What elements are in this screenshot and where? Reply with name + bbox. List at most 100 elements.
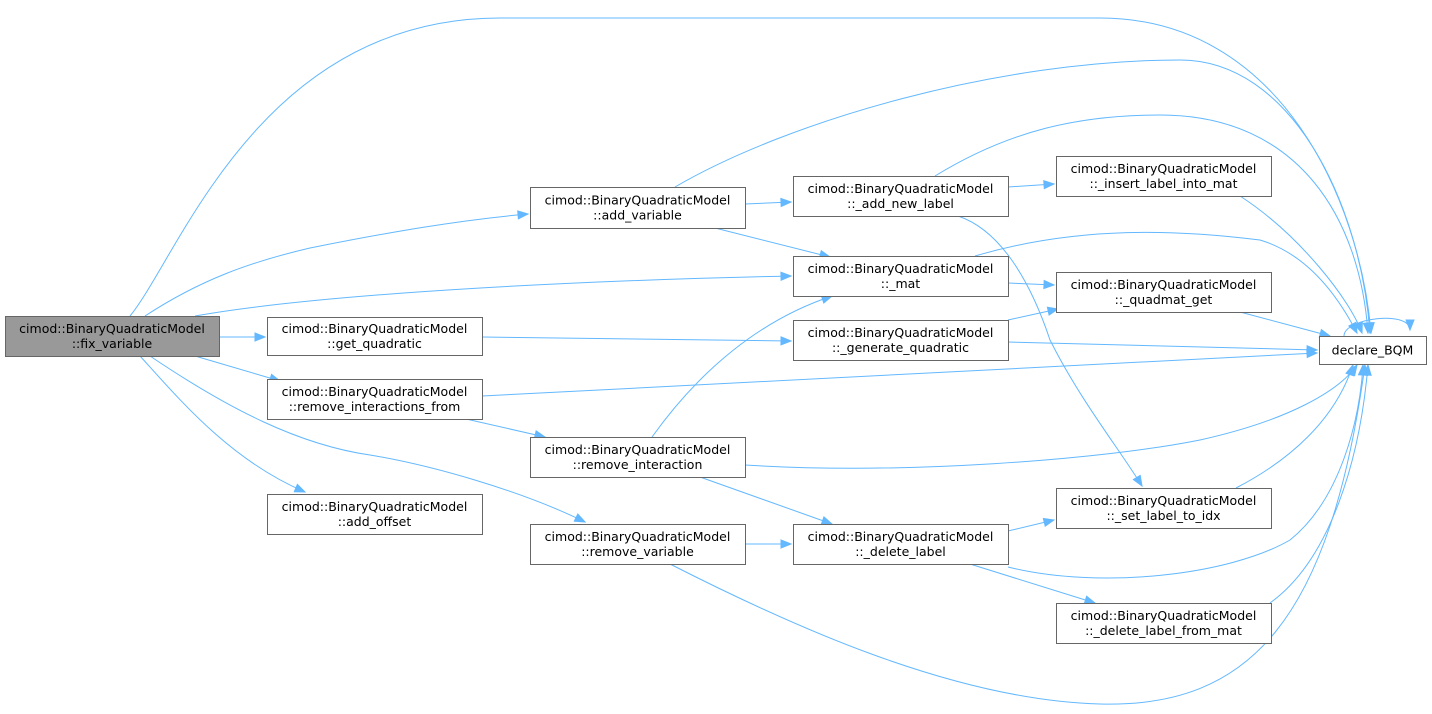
node-delete_label_from_mat[interactable]: cimod::BinaryQuadraticModel::_delete_lab… — [1056, 603, 1272, 644]
node-method-label: ::_delete_label — [855, 544, 946, 559]
node-box — [267, 317, 483, 356]
node-remove_variable[interactable]: cimod::BinaryQuadraticModel::remove_vari… — [530, 524, 746, 565]
node-remove_interactions_from[interactable]: cimod::BinaryQuadraticModel::remove_inte… — [267, 379, 483, 420]
edge-line — [651, 295, 833, 438]
node-quadmat_get[interactable]: cimod::BinaryQuadraticModel::_quadmat_ge… — [1056, 272, 1272, 313]
edge-add_variable-to-_mat — [714, 227, 832, 260]
edge-remove_variable-to-declare_BQM — [669, 363, 1369, 705]
edge-_mat-to-_quadmat_get — [1007, 279, 1056, 290]
edge-fix_variable-to-add_offset — [139, 355, 307, 493]
node-box — [1056, 488, 1272, 529]
node-box — [1056, 156, 1272, 197]
node-add_new_label[interactable]: cimod::BinaryQuadraticModel::_add_new_la… — [793, 176, 1009, 217]
edge-arrowhead — [1043, 279, 1056, 290]
edge-arrowhead — [1345, 363, 1355, 377]
edge-arrowhead — [780, 197, 793, 208]
node-class-label: cimod::BinaryQuadraticModel — [808, 325, 994, 340]
edge-get_quadratic-to-_generate_quadratic — [481, 336, 793, 346]
edge-line — [714, 227, 831, 258]
edge-line — [129, 17, 1372, 334]
edge-_generate_quadratic-to-_quadmat_get — [1007, 306, 1060, 321]
edge-line — [934, 114, 1369, 334]
node-set_label_to_idx[interactable]: cimod::BinaryQuadraticModel::_set_label_… — [1056, 488, 1272, 529]
node-class-label: cimod::BinaryQuadraticModel — [282, 321, 468, 336]
edge-fix_variable-to-_mat — [194, 271, 793, 317]
edge-fix_variable-to-add_variable — [144, 210, 530, 317]
node-method-label: ::_generate_quadratic — [832, 340, 969, 355]
edge-line — [144, 213, 529, 317]
edge-arrowhead — [573, 513, 587, 523]
edge-line — [1269, 364, 1369, 604]
edge-line — [957, 215, 1143, 487]
edge-_add_new_label-to-_insert_label_into_mat — [1007, 179, 1056, 190]
edge-line — [139, 355, 306, 493]
edge-line — [699, 476, 833, 525]
node-box — [1319, 336, 1427, 365]
edge-_delete_label_from_mat-to-declare_BQM — [1269, 363, 1372, 604]
node-box — [267, 379, 483, 420]
edge-_mat-to-declare_BQM — [974, 231, 1358, 335]
edge-_delete_label-to-_delete_label_from_mat — [969, 563, 1097, 605]
edge-line — [1239, 311, 1331, 337]
edge-fix_variable-to-remove_variable — [149, 355, 587, 523]
node-remove_interaction[interactable]: cimod::BinaryQuadraticModel::remove_inte… — [530, 437, 746, 478]
node-box — [793, 524, 1009, 565]
edge-line — [194, 355, 281, 382]
node-method-label: ::add_variable — [593, 208, 682, 223]
edge-remove_interaction-to-declare_BQM — [744, 363, 1358, 469]
node-insert_label_into_mat[interactable]: cimod::BinaryQuadraticModel::_insert_lab… — [1056, 156, 1272, 197]
edge-arrowhead — [254, 332, 267, 342]
node-class-label: cimod::BinaryQuadraticModel — [19, 321, 205, 336]
node-delete_label[interactable]: cimod::BinaryQuadraticModel::_delete_lab… — [793, 524, 1009, 565]
edge-add_variable-to-_add_new_label — [744, 197, 793, 208]
edge-remove_interaction-to-_mat — [651, 294, 834, 438]
edge-fix_variable-to-remove_interactions_from — [194, 355, 282, 383]
node-method-label: ::fix_variable — [72, 336, 153, 351]
node-class-label: cimod::BinaryQuadraticModel — [1071, 493, 1257, 508]
edge-arrowhead — [293, 483, 307, 493]
node-method-label: ::remove_interaction — [573, 457, 703, 472]
edge-line — [744, 364, 1358, 469]
edge-arrowhead — [1083, 595, 1097, 605]
node-class-label: cimod::BinaryQuadraticModel — [808, 261, 994, 276]
edge-line — [1007, 341, 1318, 351]
edge-arrowhead — [1362, 322, 1372, 335]
node-method-label: ::get_quadratic — [327, 336, 422, 351]
edge-line — [481, 352, 1318, 397]
node-box — [5, 316, 220, 357]
edge-line — [149, 355, 586, 523]
node-class-label: cimod::BinaryQuadraticModel — [545, 193, 731, 208]
edge-arrowhead — [1362, 363, 1372, 376]
edge-line — [1007, 364, 1364, 579]
node-mat[interactable]: cimod::BinaryQuadraticModel::_mat — [793, 256, 1009, 297]
node-add_offset[interactable]: cimod::BinaryQuadraticModel::add_offset — [267, 494, 483, 535]
node-box — [530, 187, 746, 229]
node-get_quadratic[interactable]: cimod::BinaryQuadraticModel::get_quadrat… — [267, 317, 483, 356]
edge-line — [481, 336, 792, 342]
edge-remove_variable-to-_delete_label — [745, 539, 793, 549]
node-class-label: cimod::BinaryQuadraticModel — [1071, 277, 1257, 292]
node-add_variable[interactable]: cimod::BinaryQuadraticModel::add_variabl… — [530, 187, 746, 229]
edge-line — [969, 563, 1096, 604]
edges-layer — [129, 17, 1415, 705]
node-method-label: ::_delete_label_from_mat — [1085, 623, 1242, 638]
node-method-label: ::remove_interactions_from — [289, 399, 461, 414]
edge-_add_new_label-to-_set_label_to_idx — [957, 215, 1143, 488]
edge-_delete_label-to-declare_BQM — [1007, 363, 1368, 579]
edge-arrowhead — [1042, 517, 1056, 528]
node-method-label: ::_insert_label_into_mat — [1090, 176, 1238, 191]
edge-_delete_label-to-_set_label_to_idx — [1007, 517, 1056, 532]
edge-fix_variable-to-get_quadratic — [219, 332, 267, 342]
node-generate_quadratic[interactable]: cimod::BinaryQuadraticModel::_generate_q… — [793, 320, 1009, 361]
node-class-label: cimod::BinaryQuadraticModel — [1071, 161, 1257, 176]
edge-arrowhead — [1347, 321, 1358, 335]
node-class-label: cimod::BinaryQuadraticModel — [1071, 608, 1257, 623]
node-declare_BQM[interactable]: declare_BQM — [1319, 336, 1427, 365]
node-method-label: declare_BQM — [1332, 343, 1414, 358]
node-fix_variable[interactable]: cimod::BinaryQuadraticModel::fix_variabl… — [5, 316, 220, 357]
nodes-layer: cimod::BinaryQuadraticModel::fix_variabl… — [5, 156, 1427, 644]
edge-line — [194, 275, 792, 317]
node-box — [530, 524, 746, 565]
node-method-label: ::_set_label_to_idx — [1106, 508, 1220, 523]
